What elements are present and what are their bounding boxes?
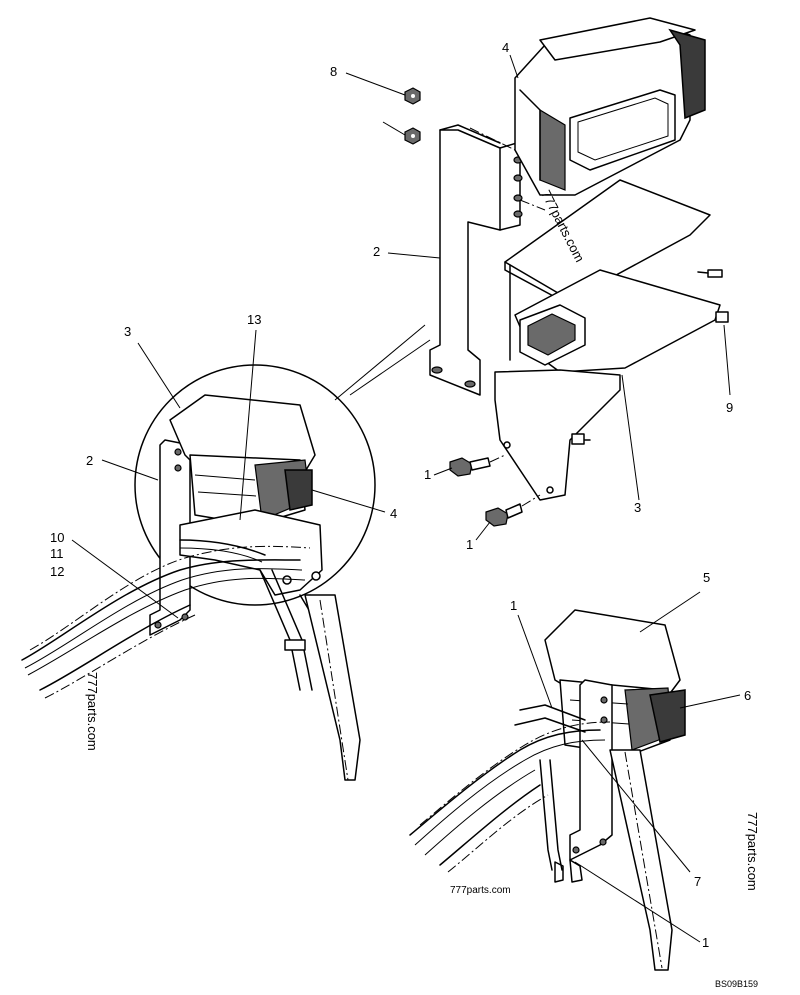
callout-12: 12	[50, 564, 64, 579]
detail-circle	[134, 364, 376, 606]
callout-13: 13	[247, 312, 261, 327]
callout-10: 10	[50, 530, 64, 545]
callout-11: 11	[50, 546, 64, 561]
upper-assembly	[404, 17, 729, 527]
callout-4-left: 4	[390, 506, 397, 521]
watermark-3: 777parts.com	[745, 812, 760, 891]
callout-2-top: 2	[373, 244, 380, 259]
callout-2-left: 2	[86, 453, 93, 468]
callout-1-a: 1	[424, 467, 431, 482]
lower-lamp-housing	[544, 609, 681, 701]
detail-pointer-2	[349, 339, 431, 396]
lower-assembly	[409, 609, 686, 971]
bolt-1a	[449, 454, 506, 477]
detail-support-posts	[259, 569, 361, 781]
callout-4-top: 4	[502, 40, 509, 55]
callout-1-b: 1	[466, 537, 473, 552]
watermark-4: 777parts.com	[450, 885, 511, 896]
hardware-bolts	[404, 87, 729, 527]
watermark-2: 777parts.com	[85, 672, 100, 751]
figure-code: BS09B159	[715, 979, 758, 989]
centerline-2	[519, 199, 546, 211]
leader-lines	[71, 54, 741, 943]
callout-5: 5	[703, 570, 710, 585]
callout-8: 8	[330, 64, 337, 79]
callout-9: 9	[726, 400, 733, 415]
callout-3-right: 3	[634, 500, 641, 515]
lamp-housing-top	[514, 17, 706, 196]
detail-pointer-1	[334, 324, 426, 401]
screw-9b	[715, 311, 729, 323]
lower-post	[609, 749, 673, 971]
shield-lower	[494, 269, 721, 501]
detail-shield	[179, 509, 323, 596]
bolt-1b	[485, 494, 541, 527]
callout-1-d: 1	[702, 935, 709, 950]
nut-8b	[404, 127, 421, 145]
nut-8	[404, 87, 421, 105]
centerline-1	[469, 127, 516, 151]
lower-wiring-harness	[409, 704, 611, 873]
detail-view	[21, 324, 431, 781]
callout-6: 6	[744, 688, 751, 703]
callout-1-c: 1	[510, 598, 517, 613]
detail-wiring-harness	[21, 539, 311, 699]
screw-9a	[697, 269, 723, 278]
callout-labels: 4 8 2 9 3 1 1 3 13 2 4 10 11 12 5 1 6 7 …	[50, 40, 751, 950]
detail-bracket	[149, 439, 191, 636]
callout-7: 7	[694, 874, 701, 889]
callout-3-left: 3	[124, 324, 131, 339]
